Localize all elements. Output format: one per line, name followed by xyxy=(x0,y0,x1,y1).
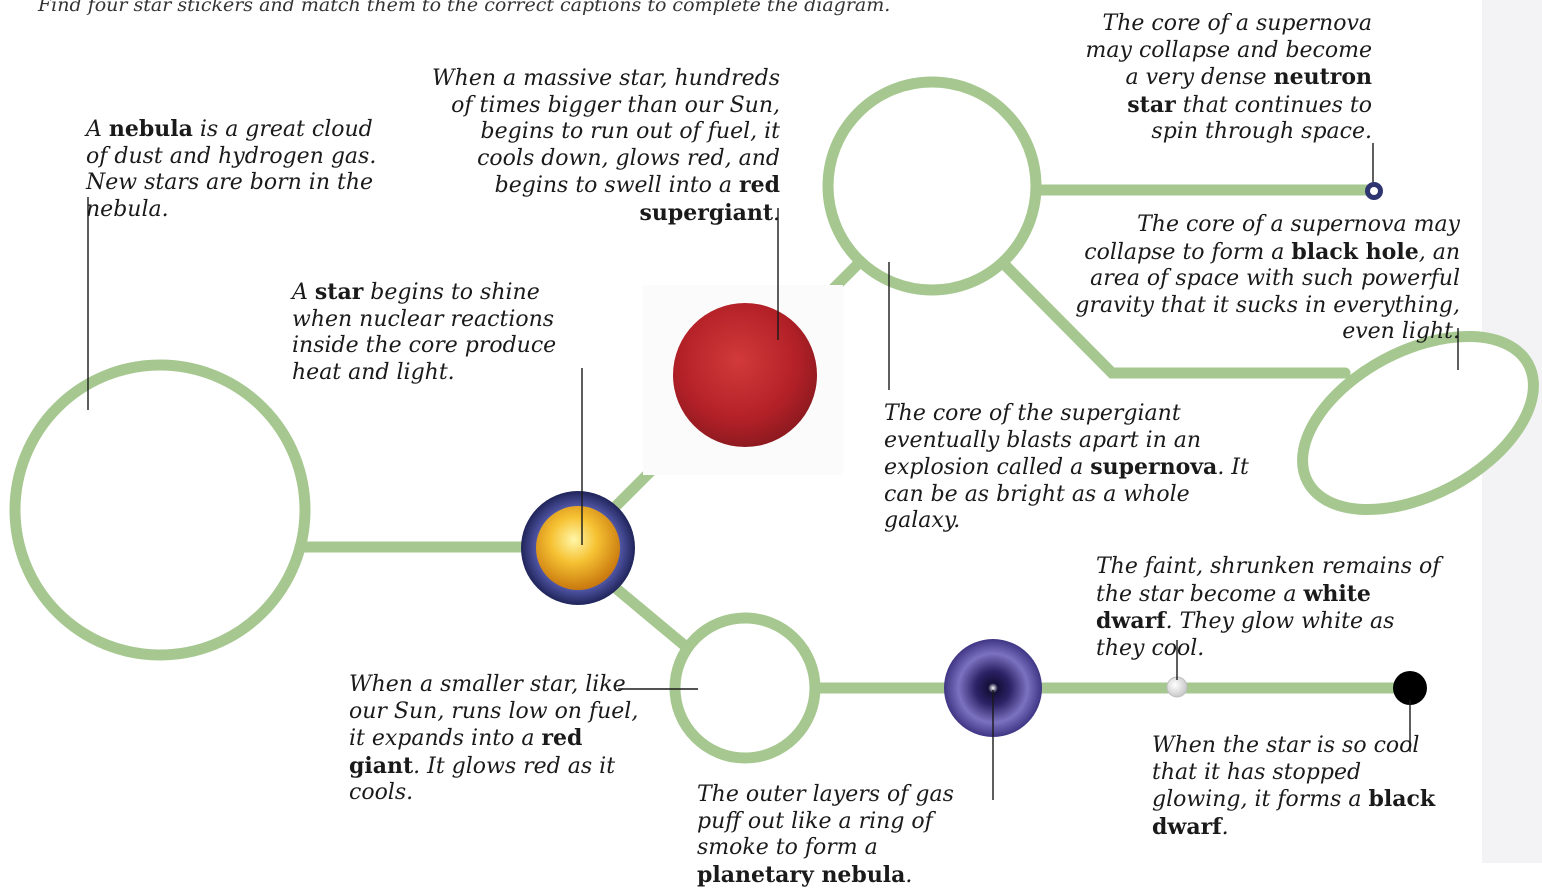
caption-supernova: The core of the supergiant eventually bl… xyxy=(884,401,1259,535)
caption-red-giant: When a smaller star, like our Sun, runs … xyxy=(349,672,649,807)
caption-red-supergiant: When a massive star, hundreds of times b… xyxy=(424,66,780,227)
supernova-sticker-circle xyxy=(828,82,1036,290)
nebula-sticker-circle xyxy=(15,365,305,655)
caption-black-hole: The core of a supernova may collapse to … xyxy=(1050,212,1460,346)
caption-planetary-nebula: The outer layers of gas puff out like a … xyxy=(697,782,989,889)
path-star-to-red-giant xyxy=(612,585,690,650)
caption-black-dwarf: When the star is so cool that it has sto… xyxy=(1152,733,1452,841)
caption-neutron-star: The core of a supernova may collapse and… xyxy=(1080,11,1372,146)
caption-nebula: A nebula is a great cloud of dust and hy… xyxy=(86,116,386,223)
red-giant-sticker-circle xyxy=(675,618,815,758)
caption-white-dwarf: The faint, shrunken remains of the star … xyxy=(1096,554,1441,662)
black-dwarf-image xyxy=(1393,671,1427,705)
caption-star: A star begins to shine when nuclear reac… xyxy=(292,279,586,386)
red-supergiant-image xyxy=(673,303,817,447)
star-image xyxy=(536,506,620,590)
instruction-text: Find four star stickers and match them t… xyxy=(38,0,890,16)
neutron-star-center xyxy=(1370,187,1378,195)
